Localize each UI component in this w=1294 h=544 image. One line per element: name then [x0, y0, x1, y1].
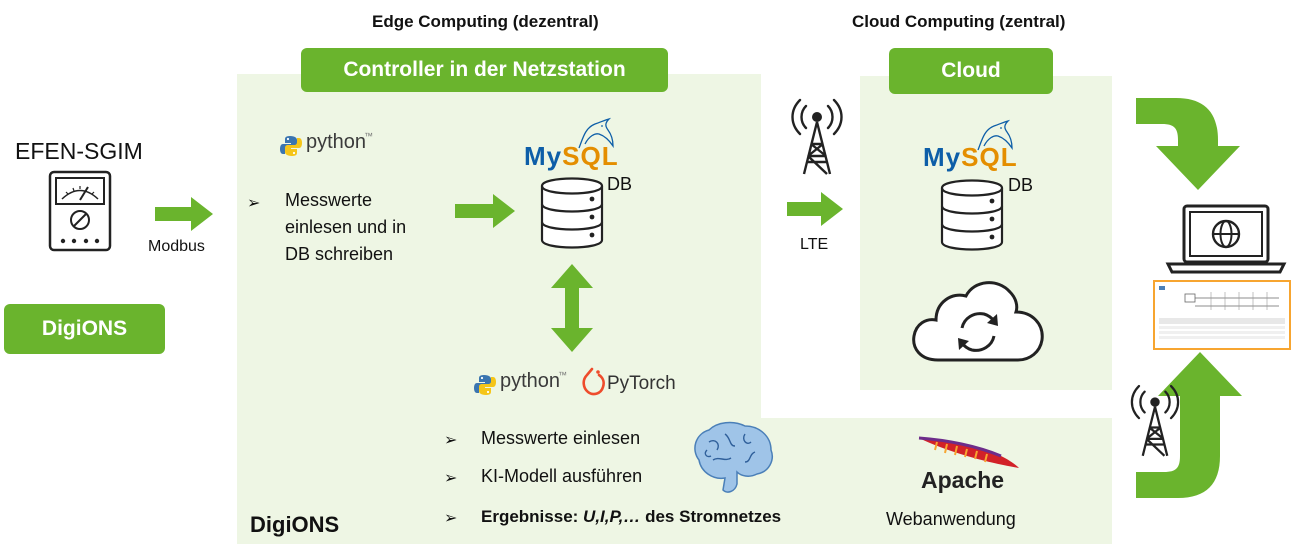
edge-step-line-3: DB schreiben	[285, 244, 394, 264]
digions-footer: DigiONS	[250, 512, 340, 537]
python-logo-text: python	[306, 131, 367, 153]
ai-step-1: Messwerte einlesen	[481, 428, 641, 448]
brain-icon	[694, 421, 773, 493]
lte-arrow	[787, 192, 843, 226]
laptop-globe-icon	[1165, 204, 1287, 274]
mysql-dolphin-icon-cloud	[977, 119, 1013, 151]
modbus-label: Modbus	[148, 238, 205, 255]
pytorch-logo-text: PyTorch	[607, 373, 676, 394]
cloud-to-user-arrow	[1136, 98, 1240, 190]
ai-step-bullet-2: ➢	[444, 470, 458, 487]
webapp-screenshot	[1153, 280, 1291, 350]
lte-label: LTE	[800, 236, 829, 253]
python-logo-icon-2	[474, 375, 496, 395]
digions-button[interactable]: DigiONS	[4, 304, 165, 354]
edge-panel	[237, 74, 761, 544]
cloud-computing-header: Cloud Computing (zentral)	[852, 12, 1066, 31]
edge-db-arrow	[455, 194, 515, 228]
edge-step-bullet: ➢	[247, 195, 261, 212]
apache-logo-text: Apache	[921, 467, 1005, 493]
radio-tower-icon	[791, 98, 843, 175]
edge-db-label: DB	[607, 174, 633, 194]
webapp-label: Webanwendung	[886, 509, 1016, 529]
bidirectional-arrow	[551, 264, 593, 352]
cloud-sync-icon	[912, 281, 1044, 362]
radio-tower-icon-2	[1130, 384, 1180, 457]
results-step: Ergebnisse: U,I,P,… des Stromnetzes	[481, 507, 782, 526]
python-logo-icon	[280, 136, 302, 156]
edge-step-line-2: einlesen und in	[285, 217, 407, 237]
mysql-dolphin-icon	[578, 117, 614, 149]
edge-computing-header: Edge Computing (dezentral)	[372, 12, 599, 31]
mysql-logo-cloud: MySQL	[923, 142, 1018, 172]
user-to-webapp-arrow	[1136, 352, 1242, 498]
edge-step-line-1: Messwerte	[285, 190, 373, 210]
meter-icon	[48, 170, 112, 252]
modbus-arrow	[155, 197, 213, 231]
python-tm: ™	[364, 131, 373, 141]
ai-step-bullet-1: ➢	[444, 432, 458, 449]
cloud-box: Cloud	[889, 48, 1053, 94]
controller-box: Controller in der Netzstation	[301, 48, 668, 92]
cloud-db-label: DB	[1008, 175, 1034, 195]
edge-database-icon	[540, 177, 604, 249]
ai-step-bullet-3: ➢	[444, 510, 458, 527]
python-logo-text-2: python	[500, 370, 561, 392]
mysql-logo-edge: MySQL	[524, 141, 619, 171]
apache-feather-icon	[918, 436, 1019, 468]
python-tm-2: ™	[558, 370, 567, 380]
pytorch-flame-icon	[582, 367, 605, 396]
device-title: EFEN-SGIM	[15, 138, 143, 164]
ai-step-2: KI-Modell ausführen	[481, 466, 643, 486]
cloud-database-icon	[940, 179, 1004, 251]
